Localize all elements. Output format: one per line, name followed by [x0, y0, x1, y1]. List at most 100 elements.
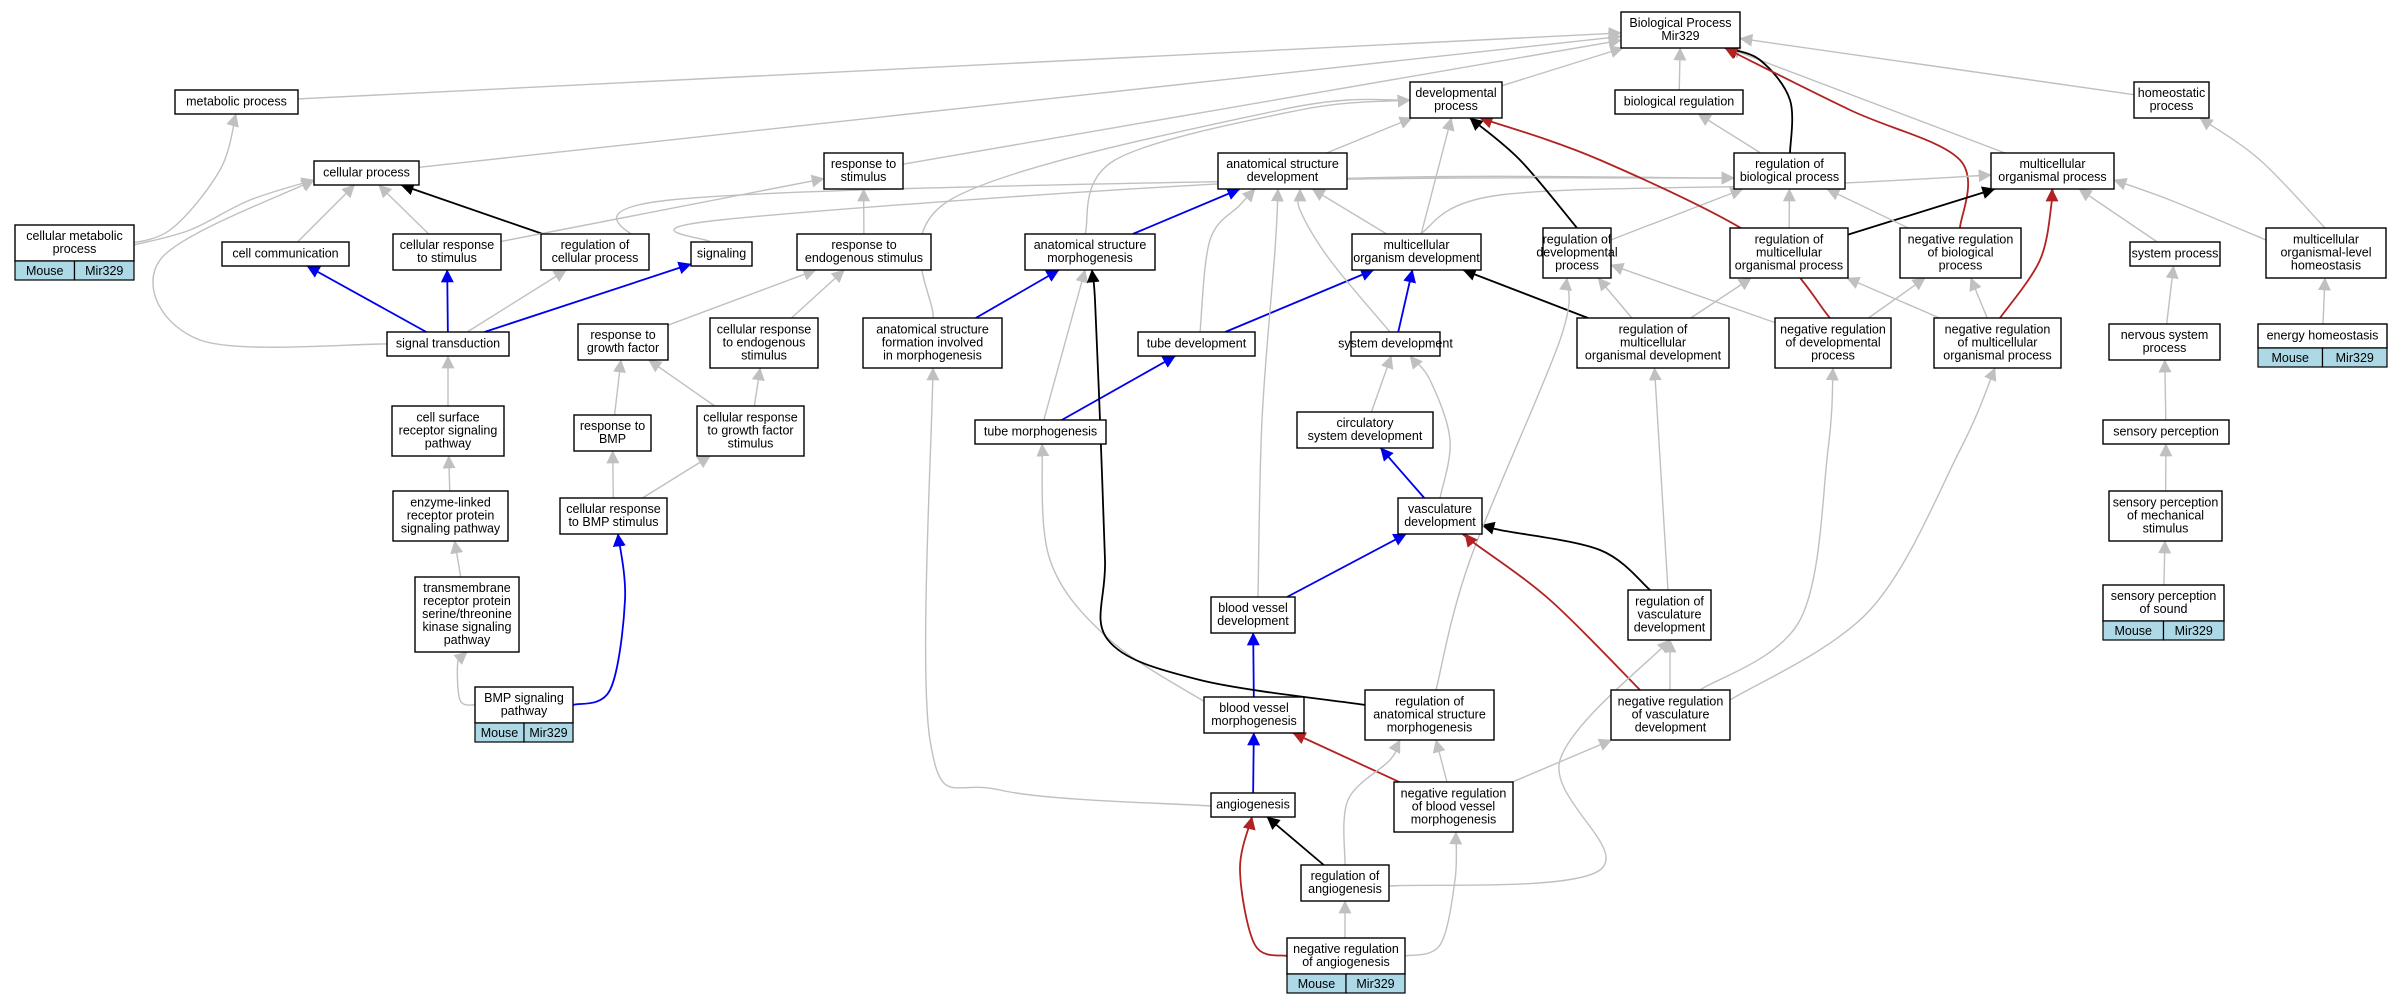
node-label-line: to growth factor [707, 424, 793, 438]
node-label-line: tube development [1147, 337, 1247, 351]
edge-negregdev-to-negregbio [1868, 277, 1926, 319]
node-label-line: multicellular [1384, 238, 1450, 252]
edge-multhomeo-to-homeostatic [2199, 117, 2326, 229]
node-label-line: organismal process [1998, 170, 2106, 184]
edge-regvasc-to-vascdev [1481, 521, 1651, 591]
node-box [1576, 317, 1730, 369]
node-metabolic[interactable]: metabolic process [174, 89, 299, 115]
node-label-line: formation involved [882, 336, 983, 350]
edge-energyhomeo-to-multhomeo [2317, 277, 2331, 325]
node-label-line: homeostasis [2291, 259, 2361, 273]
node-label-line: of developmental [1785, 336, 1880, 350]
node-label-line: process [1434, 99, 1478, 113]
edge-negregangio-to-negregbv [1404, 831, 1463, 957]
edge-bvdev-to-anatdev [1257, 188, 1284, 598]
node-tubemorph[interactable]: tube morphogenesis [974, 419, 1107, 445]
edge-regmultdev-to-multdev [1462, 268, 1589, 319]
node-box [823, 152, 904, 190]
edge-regbio-to-bioreg [1697, 113, 1762, 154]
node-box [1024, 233, 1156, 271]
edge-tubedev-to-anatdev [1199, 188, 1256, 333]
annotation-cell [2321, 347, 2388, 368]
annotation-label: Mir329 [2175, 624, 2213, 638]
annotation-label: Mir329 [529, 726, 567, 740]
node-cellcomm[interactable]: cell communication [221, 241, 350, 267]
edge-angio-to-anatform [924, 367, 1212, 807]
node-label-line: regulation of [1755, 233, 1824, 247]
edge-regmultorg-to-multorg [1847, 186, 1996, 236]
edge-bioreg-to-root [1673, 47, 1687, 91]
node-label-line: cell communication [232, 247, 338, 261]
edge-negregdev-to-devproc [1479, 115, 1831, 319]
node-box [414, 576, 520, 653]
annotation-label: Mir329 [1356, 977, 1394, 991]
node-label-line: process [2143, 341, 2187, 355]
node-box [1729, 227, 1849, 279]
node-label-line: organismal development [1585, 349, 1722, 363]
node-sysdev[interactable]: system development [1338, 331, 1453, 357]
edge-regdev-to-regbio [1610, 187, 1744, 241]
node-systemproc[interactable]: system process [2129, 241, 2221, 267]
node-label-line: circulatory [1337, 416, 1395, 430]
node-bioreg[interactable]: biological regulation [1614, 89, 1744, 115]
node-box [1542, 227, 1612, 279]
node-tubedev[interactable]: tube development [1137, 331, 1256, 357]
node-label-line: multicellular [1756, 246, 1822, 260]
edge-multorg-to-root [1727, 46, 2006, 154]
node-cellproc[interactable]: cellular process [313, 160, 420, 186]
node-label-line: regulation of [1755, 157, 1824, 171]
edge-nervsys-to-systemproc [2165, 265, 2179, 325]
annotation-label: Mouse [26, 264, 64, 278]
node-angio[interactable]: angiogenesis [1210, 792, 1296, 818]
node-label-line: signaling [697, 247, 746, 261]
node-sensperc[interactable]: sensory perception [2102, 419, 2230, 445]
node-sigtrans[interactable]: signal transduction [386, 331, 510, 357]
node-label-line: anatomical structure [876, 323, 989, 337]
node-signaling[interactable]: signaling [690, 241, 753, 267]
